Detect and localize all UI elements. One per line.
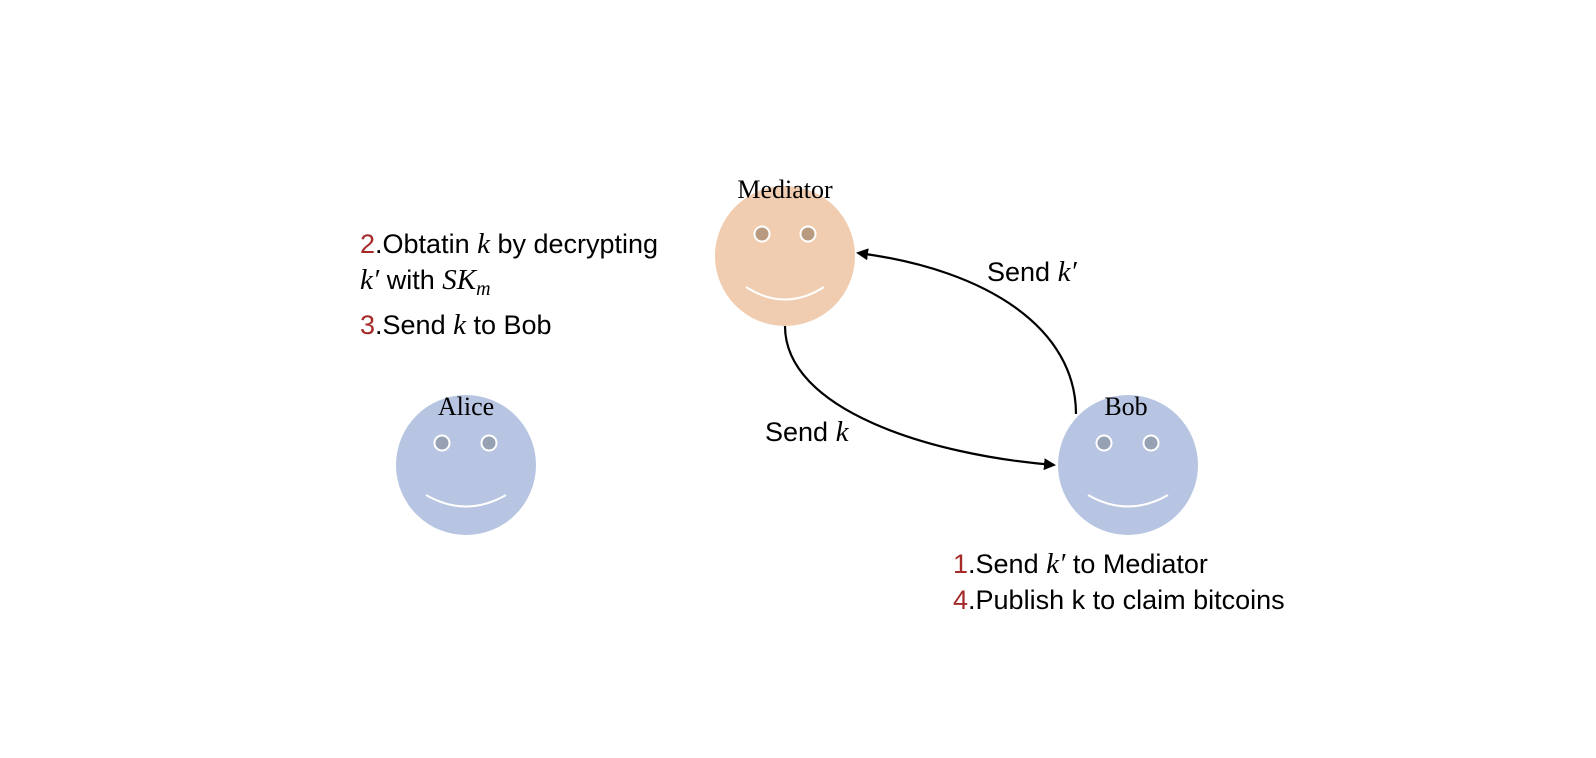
- math-k: k: [835, 416, 849, 448]
- edge-label-text: Send: [987, 257, 1058, 287]
- step-2-line-1: 2.Obtatin k by decrypting: [360, 226, 658, 262]
- bob-right-eye: [1142, 434, 1160, 452]
- step-text: .Obtatin: [375, 229, 478, 259]
- arrow-bob-to-mediator: [856, 248, 1078, 415]
- bob-left-eye: [1095, 434, 1113, 452]
- bob-head: [1058, 395, 1198, 535]
- step-text: .Send: [375, 310, 454, 340]
- math-k: k: [477, 228, 490, 260]
- step-text: .Send: [968, 549, 1047, 579]
- arrow-mediator-to-bob: [783, 325, 1056, 471]
- edge-label-send-k-prime: Send k′: [987, 258, 1077, 287]
- bob-steps: 1.Send k′ to Mediator 4.Publish k to cla…: [953, 546, 1285, 618]
- mediator-left-eye: [753, 225, 771, 243]
- mediator-steps: 2.Obtatin k by decrypting k′ with SKm 3.…: [360, 226, 658, 343]
- alice-head: [396, 395, 536, 535]
- mediator-right-eye: [799, 225, 817, 243]
- step-text: with: [379, 265, 443, 295]
- step-text: by decrypting: [489, 229, 659, 259]
- step-number: 2: [360, 229, 376, 259]
- step-2-line-2: k′ with SKm: [360, 262, 658, 307]
- step-number: 1: [953, 549, 969, 579]
- alice-right-eye: [480, 434, 498, 452]
- alice-left-eye: [433, 434, 451, 452]
- step-number: 3: [360, 310, 376, 340]
- mediator-mouth: [745, 286, 825, 301]
- mediator-head: [715, 186, 855, 326]
- math-sk: SK: [442, 264, 477, 296]
- math-k-prime: k′: [360, 264, 380, 296]
- math-sk-subscript: m: [476, 278, 491, 300]
- step-text: .Publish k to claim bitcoins: [968, 585, 1285, 615]
- step-3-line: 3.Send k to Bob: [360, 307, 658, 343]
- math-k-prime: k′: [1057, 256, 1077, 288]
- bob-mouth: [1087, 494, 1169, 508]
- mediator-label: Mediator: [737, 175, 833, 204]
- alice-face: [396, 395, 536, 535]
- edge-label-send-k: Send k: [765, 418, 848, 447]
- step-text: to Mediator: [1065, 549, 1208, 579]
- bob-label: Bob: [1104, 392, 1148, 421]
- step-text: to Bob: [465, 310, 552, 340]
- math-k: k: [453, 309, 466, 341]
- math-k-prime: k′: [1046, 548, 1066, 580]
- step-4-line: 4.Publish k to claim bitcoins: [953, 582, 1285, 618]
- bob-face: [1058, 395, 1198, 535]
- edge-label-text: Send: [765, 417, 836, 447]
- step-1-line: 1.Send k′ to Mediator: [953, 546, 1285, 582]
- alice-label: Alice: [437, 392, 495, 421]
- step-number: 4: [953, 585, 969, 615]
- mediator-face: [715, 186, 855, 326]
- alice-mouth: [425, 494, 507, 508]
